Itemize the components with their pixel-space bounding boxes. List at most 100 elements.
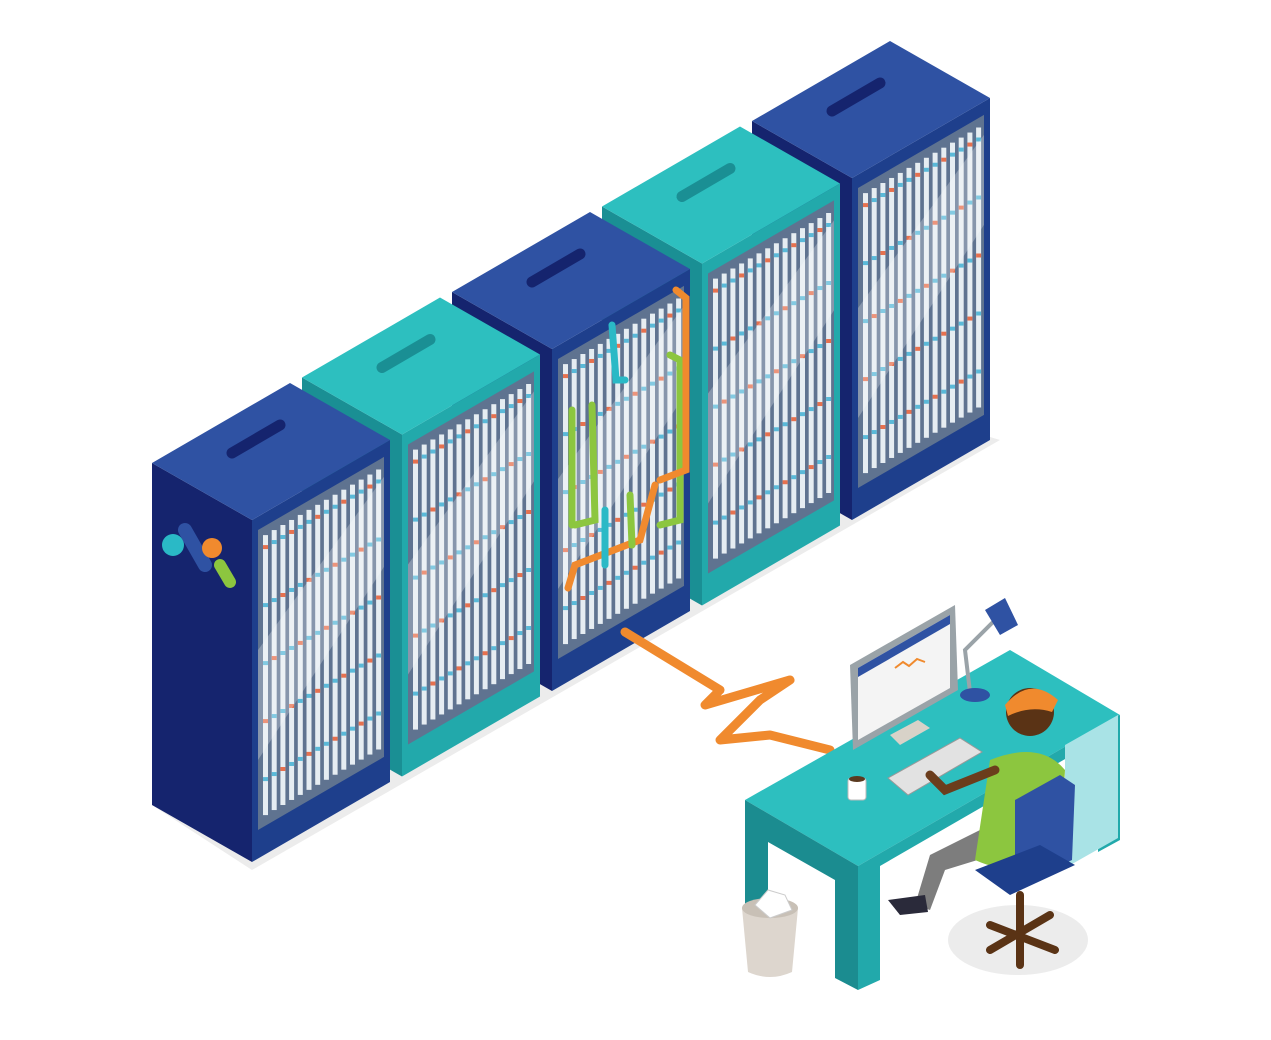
drive-bay xyxy=(289,519,295,800)
drive-bay xyxy=(473,414,479,695)
drive-led xyxy=(465,661,471,666)
drive-bay xyxy=(323,499,329,780)
drive-led xyxy=(641,386,647,391)
drive-led xyxy=(482,535,488,540)
drive-led xyxy=(517,399,523,404)
drive-led xyxy=(315,746,321,751)
drive-led xyxy=(430,623,436,628)
drive-bay xyxy=(826,213,832,494)
drive-led xyxy=(958,263,964,268)
drive-led xyxy=(332,736,338,741)
drive-led xyxy=(871,430,877,435)
drive-led xyxy=(500,583,505,588)
drive-led xyxy=(271,540,277,545)
screen-chart xyxy=(894,657,926,669)
drive-led xyxy=(721,341,727,346)
drive-led xyxy=(297,582,303,587)
drive-led xyxy=(747,268,753,273)
glass-reflection xyxy=(708,220,834,504)
drive-led xyxy=(315,514,321,519)
cable-orange xyxy=(656,286,690,484)
drive-led xyxy=(897,414,903,419)
drive-bay xyxy=(456,424,462,705)
drive-led xyxy=(915,346,921,351)
drive-led xyxy=(967,142,973,147)
drive-led xyxy=(623,338,629,343)
drive-led xyxy=(263,777,268,782)
drive-bay xyxy=(465,419,471,700)
rack-vent-slot xyxy=(526,248,586,288)
drive-led xyxy=(597,411,603,416)
drive-led xyxy=(430,507,436,512)
drive-led xyxy=(508,404,514,409)
drive-led xyxy=(915,288,921,293)
drive-led xyxy=(465,603,471,608)
drive-led xyxy=(439,560,445,565)
drive-led xyxy=(289,529,295,534)
drive-led xyxy=(641,444,647,449)
drive-led xyxy=(889,245,895,250)
drive-led xyxy=(950,210,955,215)
drive-led xyxy=(517,573,523,578)
drive-bay xyxy=(932,152,938,433)
drive-led xyxy=(615,459,621,464)
drive-led xyxy=(323,567,329,572)
drive-led xyxy=(517,457,523,462)
drive-led xyxy=(800,412,805,417)
drive-led xyxy=(800,470,805,475)
drive-led xyxy=(632,507,638,512)
drive-led xyxy=(623,396,629,401)
drive-led xyxy=(641,328,647,333)
drive-bay xyxy=(606,338,612,619)
drive-led xyxy=(941,215,947,220)
rack-top xyxy=(602,126,840,264)
drive-led xyxy=(376,653,382,658)
drive-led xyxy=(473,424,479,429)
drive-led xyxy=(713,520,718,525)
drive-led xyxy=(413,633,418,638)
drive-led xyxy=(808,291,814,296)
drive-led xyxy=(606,348,612,353)
drive-led xyxy=(341,731,347,736)
drive-led xyxy=(615,401,621,406)
drive-led xyxy=(580,364,586,369)
drive-led xyxy=(730,452,736,457)
drive-led xyxy=(413,517,418,522)
drive-led xyxy=(932,220,938,225)
cable-to-desk xyxy=(620,627,835,755)
drive-led xyxy=(967,374,973,379)
drive-led xyxy=(447,555,453,560)
drive-led xyxy=(358,605,364,610)
monitor-screen xyxy=(858,615,950,740)
drive-led xyxy=(721,283,727,288)
drive-led xyxy=(958,379,964,384)
drive-led xyxy=(491,530,497,535)
drive-led xyxy=(808,349,814,354)
drive-led xyxy=(897,356,903,361)
drive-led xyxy=(597,469,603,474)
drive-bay xyxy=(376,469,382,750)
drive-led xyxy=(606,580,612,585)
drive-led xyxy=(376,711,382,716)
drive-led xyxy=(765,258,771,263)
drive-led xyxy=(808,407,814,412)
drive-led xyxy=(289,703,295,708)
drive-led xyxy=(782,480,788,485)
drive-led xyxy=(739,389,745,394)
drive-bay xyxy=(280,525,286,806)
drive-led xyxy=(880,367,886,372)
drive-led xyxy=(791,359,797,364)
drive-led xyxy=(826,397,832,402)
drive-led xyxy=(667,487,673,492)
drive-led xyxy=(958,321,964,326)
drive-led xyxy=(315,572,321,577)
drive-led xyxy=(897,298,903,303)
drive-led xyxy=(323,683,329,688)
keyboard xyxy=(887,737,983,796)
drive-led xyxy=(765,316,771,321)
drive-led xyxy=(756,437,762,442)
drive-led xyxy=(880,251,886,256)
drive-led xyxy=(421,454,427,459)
drive-led xyxy=(623,570,629,575)
rack-top xyxy=(152,383,390,520)
